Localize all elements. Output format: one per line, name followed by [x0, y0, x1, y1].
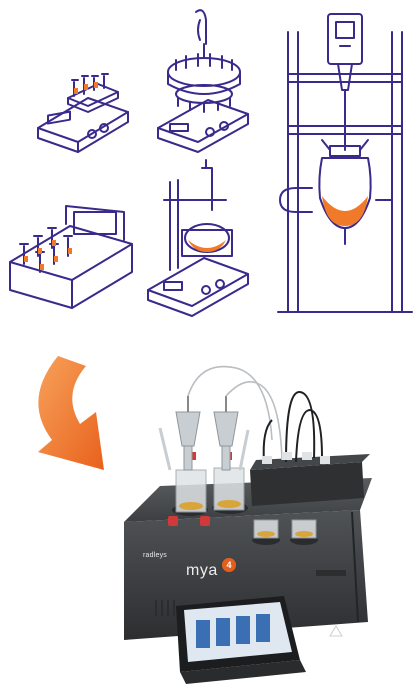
model-number-badge: 4 [222, 558, 236, 572]
reactor-device [124, 365, 372, 684]
jacketed-reactor-drawing [277, 13, 413, 313]
curved-arrow-icon [38, 356, 104, 470]
touchscreen-display[interactable] [176, 596, 306, 684]
brand-label: radleys [143, 552, 167, 559]
model-label: mya [186, 562, 218, 579]
tube-heater-block-drawing [9, 205, 133, 309]
hotplate-tube-rack-drawing [37, 73, 129, 153]
carousel-drawing [157, 9, 249, 153]
round-flask-stand-drawing [147, 159, 249, 317]
liquid-accents [24, 82, 368, 270]
